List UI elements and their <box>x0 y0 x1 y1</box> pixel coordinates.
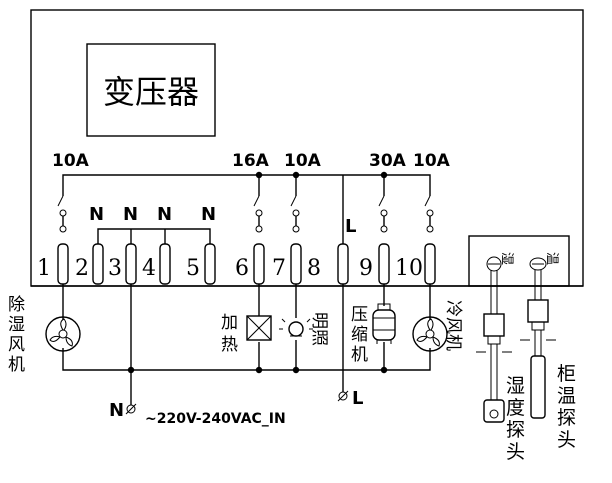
temperature-probe-label-char-4: 头 <box>557 429 576 451</box>
dehumidifier-fan-icon <box>45 316 81 352</box>
neutral-input-label: N <box>109 400 124 421</box>
terminal-number-1: 1 <box>37 256 51 281</box>
terminal-number-3: 3 <box>108 256 122 281</box>
temperature-connector-label: 温 <box>544 252 559 265</box>
line-input-label: L <box>352 388 363 409</box>
relay-contact-heater <box>253 195 263 233</box>
terminal-number-6: 6 <box>235 256 249 281</box>
power-input: N L ~220V-240VAC_IN <box>109 388 363 427</box>
rating-fan-relay: 10A <box>52 151 90 171</box>
rating-light-relay: 10A <box>284 151 322 171</box>
cold-fan-icon <box>412 316 448 352</box>
temperature-probe-label-char-2: 温 <box>557 385 576 407</box>
terminal-1 <box>57 243 69 285</box>
humidity-probe-label-char-4: 头 <box>506 441 525 463</box>
terminal-number-4: 4 <box>142 256 156 281</box>
neutral-label-4: N <box>201 204 216 225</box>
dehumidifier-fan-label-char-1: 除 <box>8 295 25 315</box>
terminal-9 <box>378 243 390 285</box>
terminal-number-7: 7 <box>272 256 286 281</box>
heater-icon <box>246 315 272 341</box>
terminal-3 <box>125 243 137 285</box>
heater-label: 加 热 <box>221 313 243 355</box>
transformer-block: 变压器 <box>86 43 216 137</box>
neutral-label-2: N <box>123 204 138 225</box>
heater-label-char-1: 加 <box>221 313 238 333</box>
compressor-label-char-1: 压 <box>351 305 368 325</box>
terminal-6 <box>253 243 265 285</box>
temperature-probe-label: 柜 温 探 头 <box>557 363 582 451</box>
temperature-probe-icon <box>520 270 556 419</box>
controller-enclosure <box>30 9 584 287</box>
heater-label-char-2: 热 <box>221 335 238 355</box>
compressor-icon <box>372 303 396 344</box>
rating-cold-fan-relay: 10A <box>413 151 451 171</box>
top-bus-wiring <box>62 171 431 244</box>
terminal-5 <box>204 243 216 285</box>
humidity-probe-icon <box>476 270 512 423</box>
dehumidifier-fan-label-char-2: 湿 <box>8 315 25 335</box>
terminal-7 <box>290 243 302 285</box>
compressor-label: 压 缩 机 <box>351 305 373 365</box>
dehumidifier-fan-label: 除 湿 风 机 <box>8 295 30 375</box>
humidity-probe-label-char-2: 度 <box>506 397 525 419</box>
bottom-wiring <box>62 284 431 405</box>
terminal-number-8: 8 <box>307 256 321 281</box>
compressor-label-char-3: 机 <box>351 345 368 365</box>
relay-contact-light <box>290 195 300 233</box>
humidity-connector-label: 湿 <box>499 252 514 265</box>
terminal-numbers: 1 2 3 4 5 6 7 8 9 10 <box>37 256 423 281</box>
lamp-icon <box>279 312 313 337</box>
line-label-top: L <box>345 216 356 237</box>
terminal-number-10: 10 <box>395 256 423 281</box>
humidity-probe-label: 湿 度 探 头 <box>506 375 531 463</box>
cold-fan-label: 冷风机 <box>443 300 463 351</box>
terminal-2 <box>92 243 104 285</box>
rating-heater-relay: 16A <box>232 151 270 171</box>
probe-connector-box: 湿 温 <box>468 235 570 287</box>
terminal-number-2: 2 <box>75 256 89 281</box>
temperature-probe-label-char-3: 探 <box>557 407 576 429</box>
dehumidifier-fan-label-char-4: 机 <box>8 355 25 375</box>
power-input-label: ~220V-240VAC_IN <box>145 411 286 427</box>
relay-contact-cold-fan <box>424 195 434 233</box>
terminal-4 <box>159 243 171 285</box>
neutral-bridge: N N N N L <box>89 204 356 244</box>
relay-contact-compressor <box>378 195 388 233</box>
dehumidifier-fan-label-char-3: 风 <box>8 335 25 355</box>
humidity-connector-port <box>486 256 502 272</box>
temperature-connector-port <box>529 257 547 271</box>
compressor-label-char-2: 缩 <box>351 325 368 345</box>
humidity-probe-label-char-1: 湿 <box>506 375 525 397</box>
relay-contacts <box>57 195 434 233</box>
terminal-number-5: 5 <box>186 256 200 281</box>
terminal-8 <box>337 243 349 285</box>
terminal-number-9: 9 <box>359 256 373 281</box>
humidity-probe-label-char-3: 探 <box>506 419 525 441</box>
rating-compressor-relay: 30A <box>369 151 407 171</box>
transformer-box <box>86 43 216 137</box>
relay-contact-fan <box>57 195 67 233</box>
neutral-label-3: N <box>157 204 172 225</box>
terminal-10 <box>424 243 436 285</box>
transformer-label: 变压器 <box>103 73 199 111</box>
temperature-probe-label-char-1: 柜 <box>557 363 576 385</box>
relay-ratings: 10A 16A 10A 30A 10A <box>52 151 451 171</box>
line-input-terminal <box>338 391 348 401</box>
neutral-input-terminal <box>126 404 136 414</box>
lighting-label: 明照 <box>309 312 329 346</box>
neutral-label-1: N <box>89 204 104 225</box>
